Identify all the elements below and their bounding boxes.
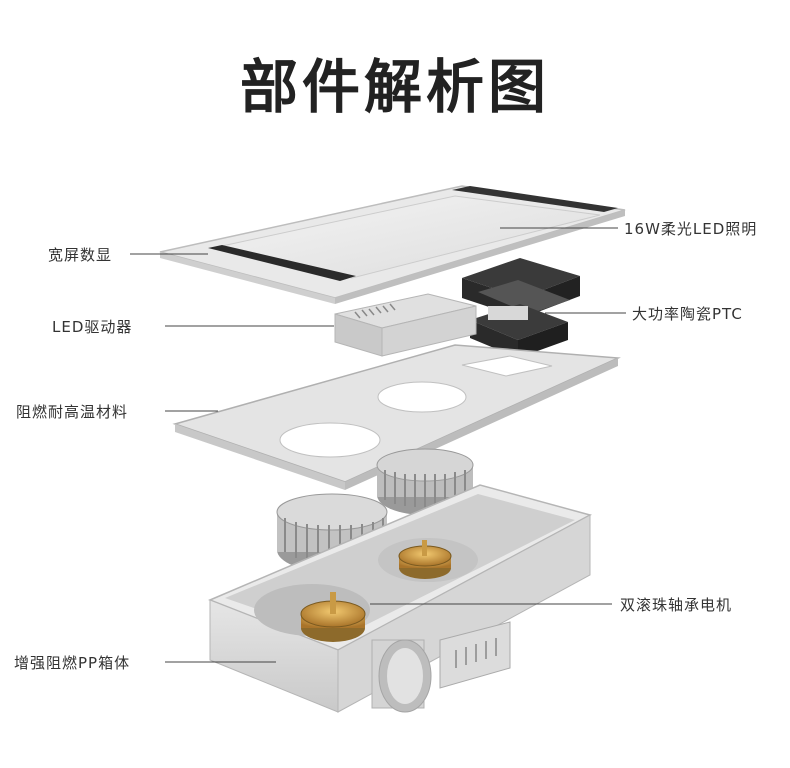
label-ball-bearing-motor: 双滚珠轴承电机 <box>620 596 733 614</box>
pp-box-housing <box>208 484 593 713</box>
fan-opening-left <box>279 422 381 458</box>
motor-right <box>398 540 452 579</box>
leader-lines <box>130 227 626 663</box>
label-wide-display: 宽屏数显 <box>48 246 113 264</box>
label-led-driver: LED驱动器 <box>52 318 133 336</box>
label-heat-resistant-material: 阻燃耐高温材料 <box>16 403 129 421</box>
label-led-lighting: 16W柔光LED照明 <box>624 220 758 238</box>
led-panel <box>159 185 626 304</box>
motor-left <box>300 592 366 642</box>
ptc-heater <box>462 258 580 358</box>
fan-opening-right <box>377 381 467 413</box>
label-ptc-heater: 大功率陶瓷PTC <box>632 305 743 323</box>
exhaust-duct <box>371 639 432 713</box>
display-strip <box>208 245 356 281</box>
page-title: 部件解析图 <box>239 53 550 121</box>
led-driver-box <box>334 293 477 357</box>
label-reinforced-pp-box: 增强阻燃PP箱体 <box>14 654 131 672</box>
